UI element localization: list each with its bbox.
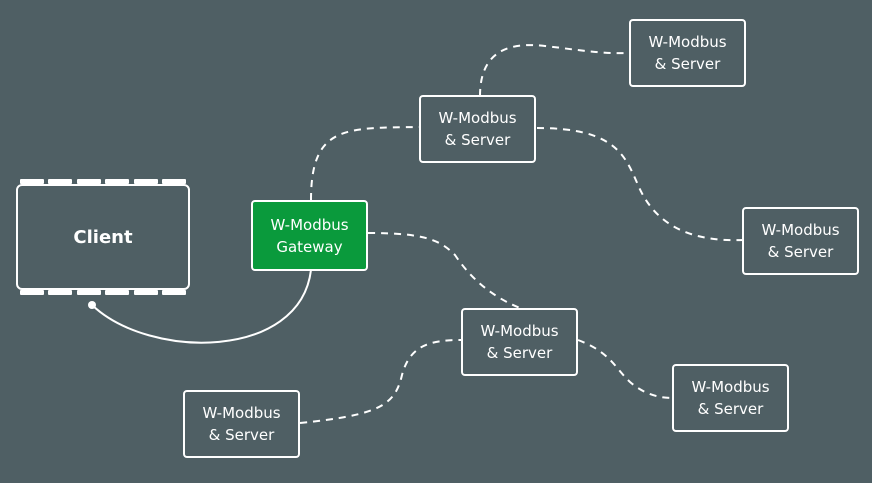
server-label-line1: W-Modbus bbox=[202, 404, 281, 422]
gateway-label-line2: Gateway bbox=[276, 237, 343, 256]
server-label-line2: & Server bbox=[208, 426, 275, 444]
gateway-node: W-Modbus Gateway bbox=[251, 200, 368, 271]
server-node-top-right: W-Modbus & Server bbox=[629, 19, 746, 87]
link-server-top-server-top-right bbox=[479, 44, 631, 97]
server-node-bottom-left: W-Modbus & Server bbox=[183, 390, 300, 458]
client-bottom-connectors bbox=[20, 290, 186, 295]
client-gateway-link bbox=[91, 269, 312, 344]
server-label-line1: W-Modbus bbox=[438, 109, 517, 127]
server-label-line1: W-Modbus bbox=[480, 322, 559, 340]
server-node-bottom-right: W-Modbus & Server bbox=[672, 364, 789, 432]
client-top-connectors bbox=[20, 179, 186, 184]
link-gateway-server-middle bbox=[367, 232, 521, 309]
client-port-dot bbox=[88, 301, 96, 309]
client-label: Client bbox=[73, 226, 133, 248]
server-label-line1: W-Modbus bbox=[648, 33, 727, 51]
server-label-line1: W-Modbus bbox=[691, 378, 770, 396]
client-node: Client bbox=[16, 184, 190, 290]
server-node-top: W-Modbus & Server bbox=[419, 95, 536, 163]
server-label-line1: W-Modbus bbox=[761, 221, 840, 239]
link-gateway-server-top bbox=[310, 126, 421, 201]
link-server-middle-server-bottom-right bbox=[577, 339, 674, 399]
link-server-middle-server-bottom-left bbox=[299, 339, 463, 424]
server-label-line2: & Server bbox=[654, 55, 721, 73]
server-label-line2: & Server bbox=[697, 400, 764, 418]
gateway-label-line1: W-Modbus bbox=[270, 215, 349, 234]
server-node-right: W-Modbus & Server bbox=[742, 207, 859, 275]
server-label-line2: & Server bbox=[767, 243, 834, 261]
server-node-middle: W-Modbus & Server bbox=[461, 308, 578, 376]
link-server-top-server-right bbox=[536, 127, 744, 242]
server-label-line2: & Server bbox=[486, 344, 553, 362]
server-label-line2: & Server bbox=[444, 131, 511, 149]
